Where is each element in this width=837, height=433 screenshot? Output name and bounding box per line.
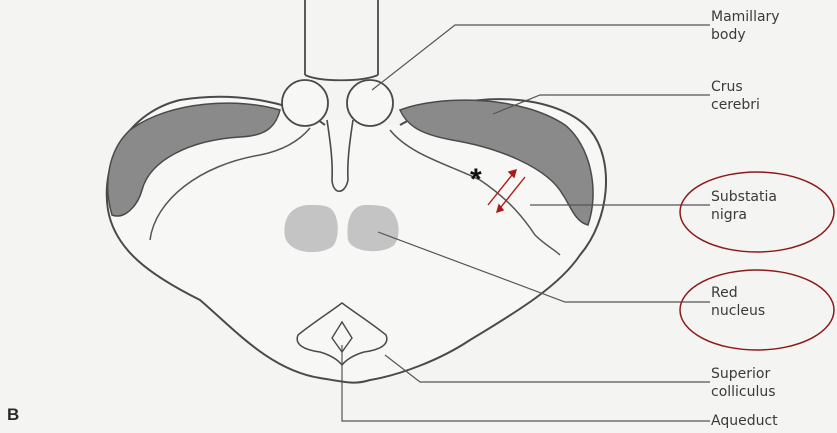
label-substantia-nigra: Substatia nigra [711, 188, 777, 224]
panel-letter: B [7, 405, 19, 425]
label-crus-cerebri-line1: Crus [711, 78, 760, 96]
label-crus-cerebri-line2: cerebri [711, 96, 760, 114]
label-aqueduct: Aqueduct [711, 412, 778, 430]
infundibulum [305, 0, 378, 80]
red-nucleus-right [347, 205, 398, 251]
label-superior-colliculus-line2: colliculus [711, 383, 776, 401]
label-aqueduct-line1: Aqueduct [711, 412, 778, 430]
red-nucleus-left [284, 205, 337, 252]
label-mamillary-body-line2: body [711, 26, 780, 44]
label-red-nucleus-line1: Red [711, 284, 765, 302]
label-red-nucleus: Red nucleus [711, 284, 765, 320]
label-superior-colliculus: Superior colliculus [711, 365, 776, 401]
label-substantia-nigra-line1: Substatia [711, 188, 777, 206]
label-mamillary-body: Mamillary body [711, 8, 780, 44]
mamillary-body-right [347, 80, 393, 126]
label-mamillary-body-line1: Mamillary [711, 8, 780, 26]
asterisk-marker: * [470, 163, 482, 197]
label-substantia-nigra-line2: nigra [711, 206, 777, 224]
label-red-nucleus-line2: nucleus [711, 302, 765, 320]
mamillary-body-left [282, 80, 328, 126]
leader-mamillary-body [372, 25, 710, 90]
label-crus-cerebri: Crus cerebri [711, 78, 760, 114]
label-superior-colliculus-line1: Superior [711, 365, 776, 383]
